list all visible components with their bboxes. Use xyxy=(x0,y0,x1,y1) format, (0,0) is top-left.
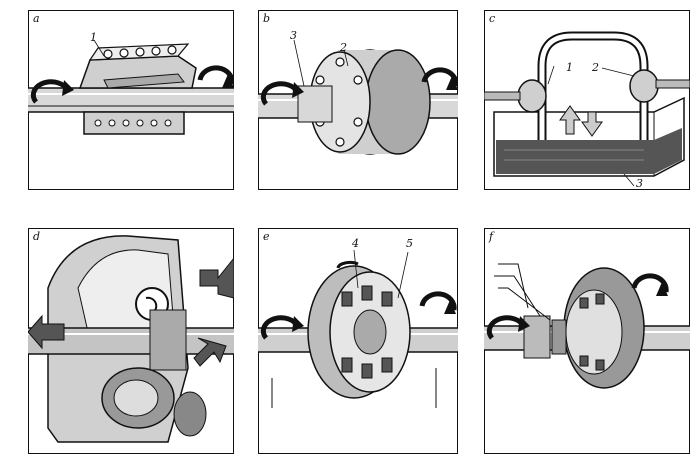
panel-b-letter: b xyxy=(263,12,271,25)
panel-b-callout-2: 2 xyxy=(340,41,347,54)
panel-e-illustration xyxy=(258,228,458,454)
panel-a-letter: a xyxy=(33,12,40,25)
panel-d-illustration xyxy=(28,228,234,454)
panel-a-illustration xyxy=(28,10,234,190)
panel-a: a 1 xyxy=(28,10,234,190)
panel-b-illustration xyxy=(258,10,458,190)
panel-c-illustration xyxy=(484,10,690,190)
panel-c-letter: c xyxy=(489,12,496,25)
panel-f-illustration xyxy=(484,228,690,454)
panel-c: c 1 2 3 xyxy=(484,10,690,190)
panel-f-letter: f xyxy=(489,230,494,243)
panel-a-callout-1: 1 xyxy=(90,31,97,44)
panel-e-letter: e xyxy=(263,230,270,243)
panel-d: d xyxy=(28,228,234,454)
panel-c-callout-1: 1 xyxy=(566,61,573,74)
panel-d-letter: d xyxy=(33,230,41,243)
panel-b: b 3 2 xyxy=(258,10,458,190)
panel-e: e 4 5 xyxy=(258,228,458,454)
panel-b-callout-3: 3 xyxy=(290,29,297,42)
panel-c-callout-2: 2 xyxy=(592,61,599,74)
panel-f: f xyxy=(484,228,690,454)
panel-e-callout-4: 4 xyxy=(352,237,359,250)
panel-e-callout-5: 5 xyxy=(406,237,413,250)
panel-c-callout-3: 3 xyxy=(636,177,643,190)
